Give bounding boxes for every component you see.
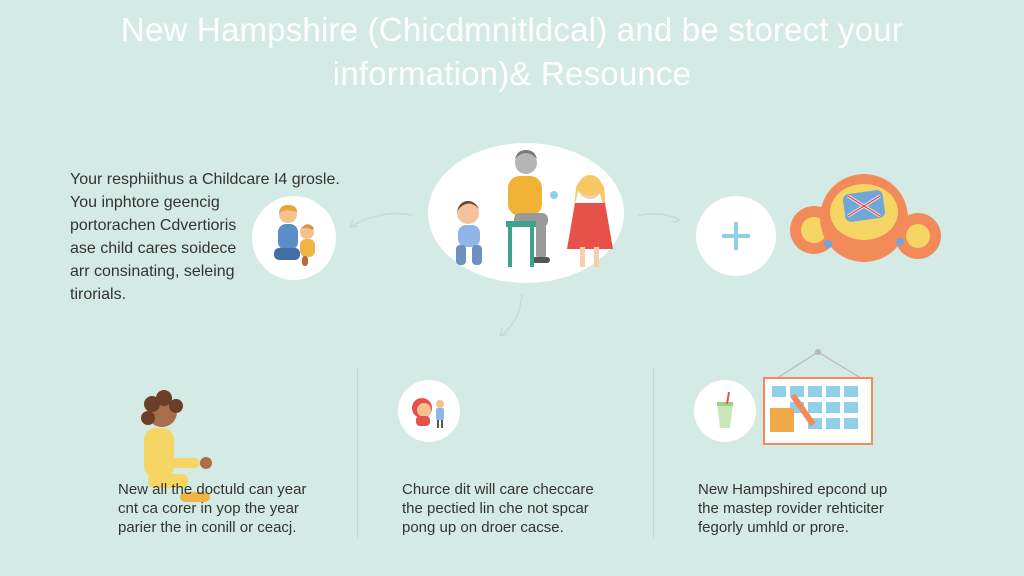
step-line: pong up on droer cacse.	[402, 519, 564, 536]
step-line: fegorly umhld or prore.	[698, 519, 849, 536]
step-line: Churce dit will care checcare	[402, 481, 594, 498]
column-divider	[653, 368, 654, 538]
parent-child-circle	[252, 196, 336, 280]
drink-cup-icon	[717, 391, 733, 428]
step-line: parier the in conill or ceacj.	[118, 519, 297, 536]
step-line: cnt ca corer in yop the year	[118, 500, 299, 517]
column-divider	[357, 368, 358, 538]
drink-cup-circle	[694, 380, 756, 442]
child-sitting-icon	[141, 390, 212, 502]
globe-flag-icon	[790, 174, 941, 262]
arrow-right-connector	[637, 213, 681, 224]
intro-line: tirorials.	[70, 286, 127, 303]
intro-line: ase child cares soidece	[70, 240, 237, 257]
intro-text: Your resphiithus a Childcare I4 grosle. …	[70, 168, 370, 306]
calendar-icon	[763, 349, 873, 445]
family-scene-bubble	[428, 143, 624, 283]
family-scene-icon	[456, 150, 613, 267]
caregiver-circle	[398, 380, 460, 442]
plus-circle[interactable]	[696, 196, 776, 276]
caregiver-icon	[412, 398, 444, 428]
intro-line: You inphtore geencig	[70, 194, 220, 211]
step-2-text: Churce dit will care checcare the pectie…	[402, 480, 594, 537]
arrow-left-connector	[349, 212, 413, 228]
parent-child-icon	[274, 205, 315, 266]
plus-icon	[722, 222, 750, 250]
step-line: the mastep rovider rehticiter	[698, 500, 884, 517]
intro-line: portorachen Cdvertioris	[70, 217, 237, 234]
step-line: New all the doctuld can year	[118, 481, 307, 498]
intro-line: arr consinating, seleing	[70, 263, 235, 280]
step-line: the pectied lin che not spcar	[402, 500, 589, 517]
page-title-line-2: information)& Resounce	[332, 55, 692, 92]
step-line: New Hampshired epcond up	[698, 481, 888, 498]
intro-line: Your resphiithus a Childcare I4 grosle.	[70, 171, 340, 188]
page-title: New Hampshire (Chicdmnitldcal) and be st…	[0, 8, 1024, 96]
step-1-text: New all the doctuld can year cnt ca core…	[118, 480, 306, 537]
page-title-line-1: New Hampshire (Chicdmnitldcal) and be st…	[120, 11, 904, 48]
arrow-down-connector	[499, 293, 523, 337]
step-3-text: New Hampshired epcond up the mastep rovi…	[698, 480, 887, 537]
